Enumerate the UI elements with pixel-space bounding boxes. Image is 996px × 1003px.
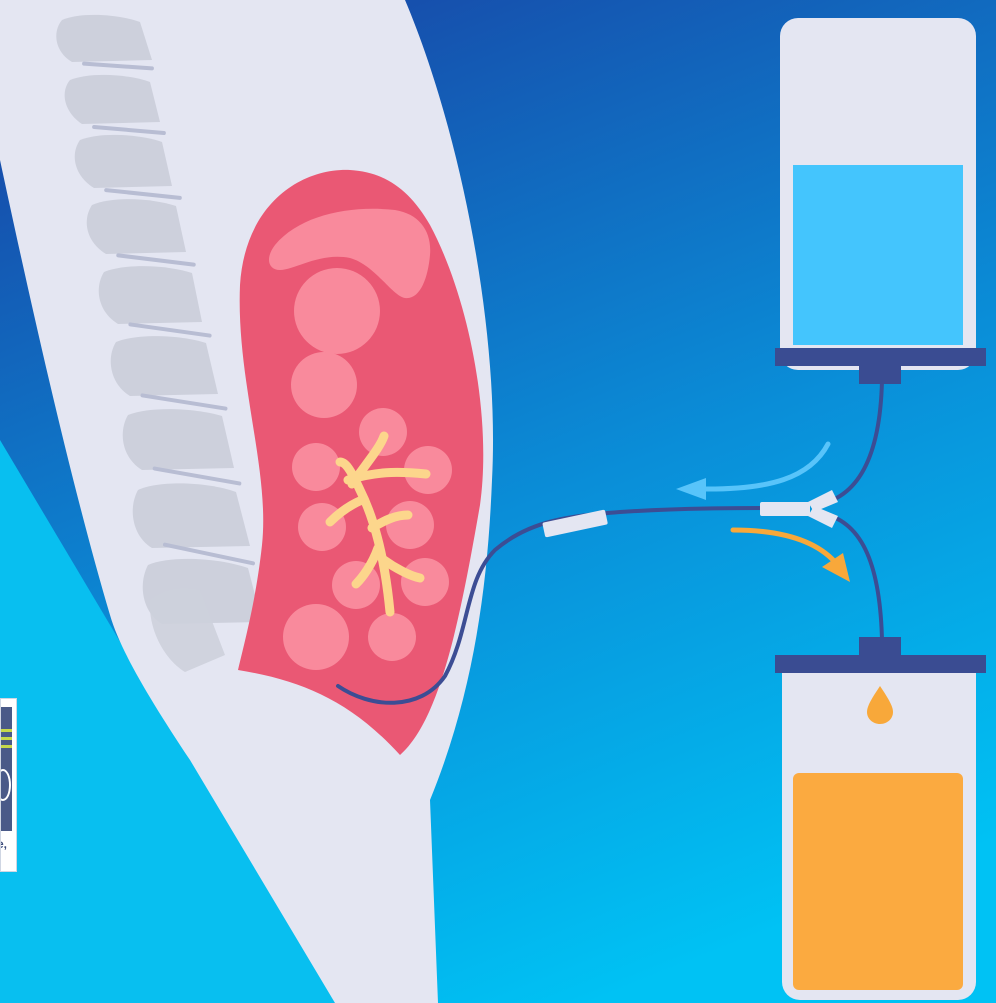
fresh-solution-bag bbox=[775, 18, 986, 384]
drain-bag-cap bbox=[775, 655, 986, 673]
drainage-bag bbox=[775, 637, 986, 1000]
card-graphic bbox=[1, 707, 12, 831]
card-caption: e, bbox=[0, 837, 7, 851]
fresh-solution-fluid bbox=[793, 165, 963, 345]
drained-fluid bbox=[793, 773, 963, 990]
cutoff-card: e, bbox=[0, 698, 17, 872]
